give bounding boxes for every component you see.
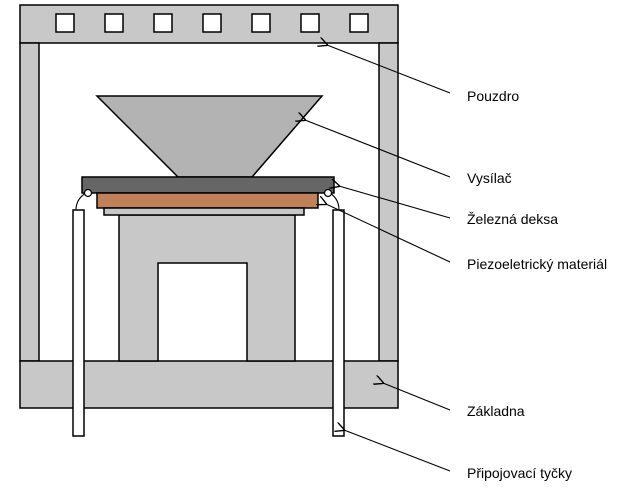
transmitter-plate [81,176,335,194]
iron-plate [96,192,319,209]
housing-windows [55,13,369,33]
leader-rods [344,430,451,472]
leader-base [383,383,451,411]
left-rod [72,209,85,437]
leader-transmitter [305,120,451,178]
housing-window [104,13,124,33]
right-rod [332,209,345,437]
leader-piezo [326,204,451,263]
housing-window [202,13,222,33]
label-rods: Připojovací tyčky [467,465,572,481]
right-rod-contact [323,188,333,198]
housing-window [251,13,271,33]
left-rod-wire [75,192,87,211]
piezo-layer [103,207,305,216]
left-rod-contact [83,188,93,198]
housing-window [153,13,173,33]
housing-left-wall [19,42,40,362]
leader-iron-plate [339,186,451,219]
transmitter-cone [95,95,324,178]
label-housing: Pouzdro [467,88,519,104]
housing-window [55,13,75,33]
housing-window [349,13,369,33]
pedestal [118,214,296,362]
label-base: Základna [467,403,525,419]
label-piezo: Piezoeletrický materiál [467,256,607,272]
label-iron-plate: Železná deksa [467,211,558,227]
label-transmitter: Vysílač [467,170,512,186]
housing-window [300,13,320,33]
leader-housing [327,45,451,94]
